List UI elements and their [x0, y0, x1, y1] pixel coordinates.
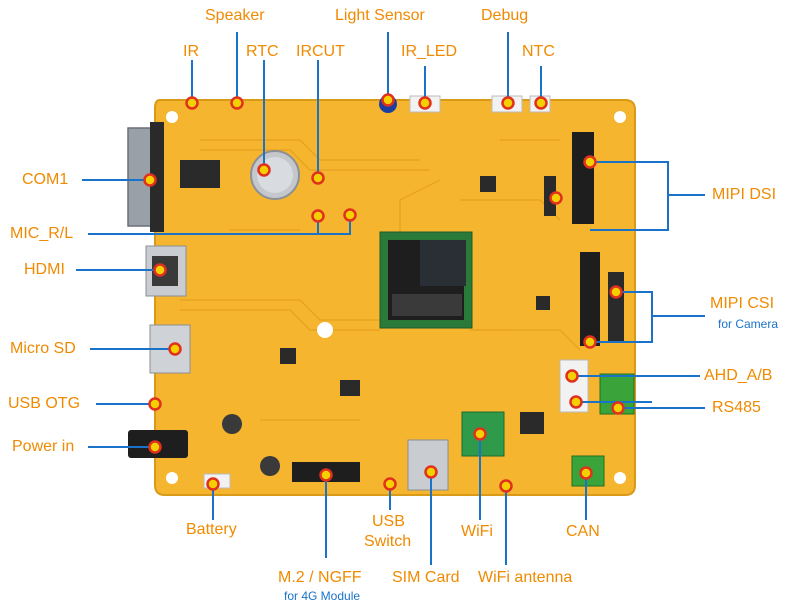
label-mic: MIC_R/L — [10, 225, 74, 242]
label-usb-switch-1: USB — [372, 513, 405, 530]
label-mipi-dsi: MIPI DSI — [712, 186, 777, 203]
label-light-sensor: Light Sensor — [335, 7, 425, 24]
label-ircut: IRCUT — [296, 43, 345, 60]
label-can: CAN — [566, 523, 600, 540]
label-m2-sub: for 4G Module — [284, 589, 361, 603]
label-sim-card: SIM Card — [392, 569, 460, 586]
label-wifi-antenna: WiFi antenna — [478, 569, 573, 586]
label-wifi: WiFi — [461, 523, 493, 540]
label-micro-sd: Micro SD — [10, 340, 76, 357]
label-ir-led: IR_LED — [401, 43, 458, 60]
label-m2: M.2 / NGFF — [278, 569, 362, 586]
label-usb-switch-2: Switch — [364, 533, 412, 550]
label-mipi-csi-sub: for Camera — [718, 317, 779, 331]
component-markers — [143, 93, 625, 493]
label-speaker: Speaker — [205, 7, 265, 24]
label-ahd: AHD_A/B — [704, 367, 773, 384]
label-battery: Battery — [186, 521, 237, 538]
label-usb-otg: USB OTG — [8, 395, 81, 412]
label-com1: COM1 — [22, 171, 69, 188]
label-rs485: RS485 — [712, 399, 761, 416]
label-ir: IR — [183, 43, 199, 60]
label-hdmi: HDMI — [24, 261, 65, 278]
label-ntc: NTC — [522, 43, 555, 60]
label-mipi-csi: MIPI CSI — [710, 295, 775, 312]
label-power-in: Power in — [12, 438, 75, 455]
label-debug: Debug — [481, 7, 529, 24]
label-rtc: RTC — [246, 43, 279, 60]
